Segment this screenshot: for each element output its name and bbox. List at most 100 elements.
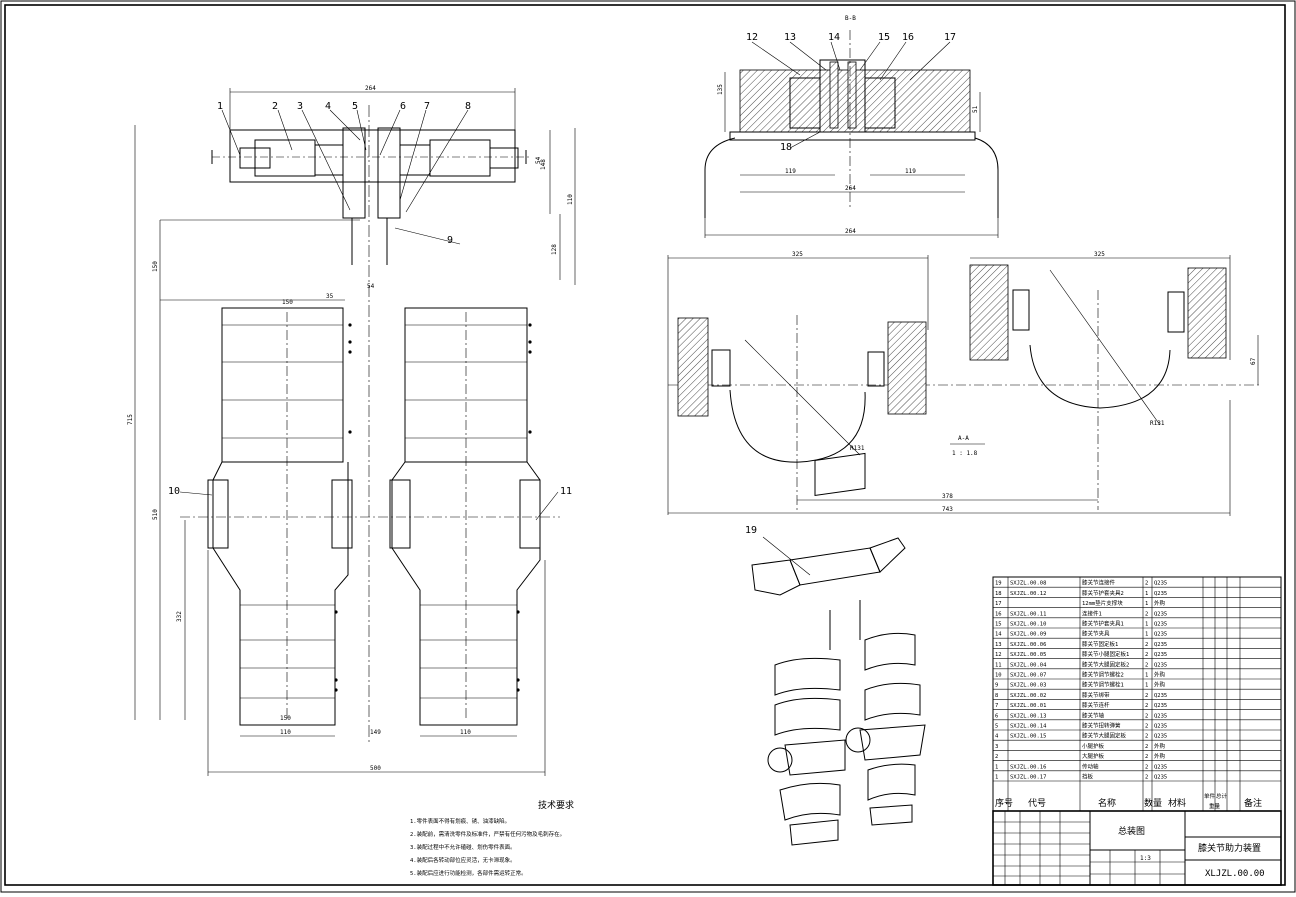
bom-cell-code: SXJZL.00.07 bbox=[1010, 673, 1046, 679]
technical-requirements: 技术要求 1.零件表面不得有划痕、锈、油漆缺陷。 2.装配前，需清洗零件及标准件… bbox=[410, 799, 574, 877]
aa-dim-325-left: 325 bbox=[792, 251, 803, 258]
dim-54b: 54 bbox=[367, 283, 375, 290]
bom-cell-name: 小腿护板 bbox=[1082, 742, 1105, 750]
bom-cell-no: 18 bbox=[995, 591, 1002, 597]
bom-cell-no: 15 bbox=[995, 622, 1002, 628]
balloon-5: 5 bbox=[352, 101, 358, 112]
balloon-18: 18 bbox=[780, 142, 792, 153]
bom-cell-name: 膝关节夹具 bbox=[1082, 630, 1110, 638]
right-hinge-block bbox=[377, 127, 401, 219]
aa-right-strap bbox=[1029, 344, 1171, 409]
bom-cell-mat: 外购 bbox=[1154, 671, 1166, 679]
bom-cell-mat: Q235 bbox=[1154, 581, 1167, 587]
bom-cell-name: 膝关节大腿固定板 bbox=[1082, 732, 1127, 740]
drawing-type: 总装图 bbox=[1118, 825, 1145, 837]
balloon-19: 19 bbox=[745, 525, 757, 536]
bom-cell-mat: Q235 bbox=[1154, 693, 1167, 699]
bom-cell-qty: 1 bbox=[1145, 632, 1148, 638]
bom-cell-no: 19 bbox=[995, 581, 1002, 587]
left-hinge-block bbox=[342, 127, 366, 219]
balloon-11: 11 bbox=[560, 486, 572, 497]
bom-cell-mat: 外购 bbox=[1154, 681, 1166, 689]
balloon-17: 17 bbox=[944, 32, 956, 43]
bom-cell-name: 膝关节扭转弹簧 bbox=[1082, 722, 1121, 730]
dim-110-left: 110 bbox=[280, 729, 291, 736]
bom-cell-name: 膝关节调节螺栓1 bbox=[1082, 681, 1124, 689]
title-block: 总装图 膝关节助力装置 XLJZL.00.00 1:3 bbox=[992, 810, 1282, 886]
tech-line-1: 1.零件表面不得有划痕、锈、油漆缺陷。 bbox=[410, 817, 510, 825]
bom-header-remark: 备注 bbox=[1244, 797, 1262, 809]
bom-cell-code: SXJZL.00.10 bbox=[1010, 622, 1046, 628]
bom-cell-qty: 1 bbox=[1145, 601, 1148, 607]
bom-cell-mat: Q235 bbox=[1154, 632, 1167, 638]
bom-cell-qty: 1 bbox=[1145, 622, 1148, 628]
dim-510: 510 bbox=[152, 509, 159, 520]
bom-cell-name: 膝关节绑带 bbox=[1082, 691, 1110, 699]
bom-cell-qty: 2 bbox=[1145, 775, 1148, 781]
aa-right-hub-2 bbox=[1187, 267, 1227, 359]
aa-left-hub-1 bbox=[677, 317, 709, 417]
bom-cell-mat: Q235 bbox=[1154, 622, 1167, 628]
bom-cell-mat: Q235 bbox=[1154, 662, 1167, 668]
bom-cell-name: 12mm垫片支撑块 bbox=[1082, 599, 1123, 607]
bom-cell-code: SXJZL.00.16 bbox=[1010, 764, 1046, 770]
bom-cell-qty: 2 bbox=[1145, 652, 1148, 658]
bom-cell-code: SXJZL.00.01 bbox=[1010, 703, 1046, 709]
left-lower-brace bbox=[212, 461, 349, 726]
bom-header-name: 名称 bbox=[1098, 797, 1116, 809]
bom-cell-mat: Q235 bbox=[1154, 724, 1167, 730]
top-shaft-housing bbox=[229, 129, 516, 183]
aa-dim-378: 378 bbox=[942, 493, 953, 500]
bom-cell-no: 9 bbox=[995, 683, 998, 689]
bom-cell-no: 1 bbox=[995, 775, 998, 781]
bom-header-total_weight: 总计 bbox=[1216, 792, 1228, 800]
balloon-8: 8 bbox=[465, 101, 471, 112]
bom-cell-code: SXJZL.00.15 bbox=[1010, 734, 1046, 740]
bb-dim-264-bottom: 264 bbox=[845, 228, 856, 235]
inner-border bbox=[4, 4, 1286, 886]
bom-cell-no: 3 bbox=[995, 744, 998, 750]
bb-base-plate bbox=[729, 131, 976, 141]
dim-150-top: 150 bbox=[282, 299, 293, 306]
bom-cell-mat: 外购 bbox=[1154, 752, 1166, 760]
aa-r131-right: R131 bbox=[1150, 420, 1165, 427]
bom-cell-qty: 2 bbox=[1145, 703, 1148, 709]
bom-cell-code: SXJZL.00.03 bbox=[1010, 683, 1046, 689]
aa-r131-left: R131 bbox=[850, 445, 865, 452]
bom-cell-qty: 2 bbox=[1145, 713, 1148, 719]
bom-cell-no: 2 bbox=[995, 754, 998, 760]
bom-cell-no: 1 bbox=[995, 764, 998, 770]
bom-header-no: 序号 bbox=[995, 797, 1013, 809]
bom-cell-no: 17 bbox=[995, 601, 1002, 607]
aa-dim-67: 67 bbox=[1250, 357, 1257, 365]
section-a-a-label: A-A bbox=[958, 435, 969, 442]
scale: 1:3 bbox=[1140, 855, 1151, 862]
bom-cell-no: 5 bbox=[995, 724, 998, 730]
section-a-a-scale: 1 : 1.8 bbox=[952, 450, 978, 457]
bom-cell-qty: 1 bbox=[1145, 683, 1148, 689]
bom-cell-name: 膝关节连接件 bbox=[1082, 579, 1116, 587]
bom-cell-code: SXJZL.00.09 bbox=[1010, 632, 1046, 638]
dim-264-top: 264 bbox=[365, 85, 376, 92]
balloon-3: 3 bbox=[297, 101, 303, 112]
bom-cell-no: 10 bbox=[995, 673, 1002, 679]
section-b-b: B-B 264 264 119 119 135 51 12 13 14 1 bbox=[704, 15, 999, 238]
product-name: 膝关节助力装置 bbox=[1198, 842, 1261, 854]
balloon-2: 2 bbox=[272, 101, 278, 112]
balloon-1: 1 bbox=[217, 101, 223, 112]
dim-150-vert: 150 bbox=[152, 261, 159, 272]
bom-cell-code: SXJZL.00.14 bbox=[1010, 724, 1047, 730]
bom-cell-code: SXJZL.00.04 bbox=[1010, 662, 1047, 668]
section-a-a: 325 325 R131 R131 67 378 743 A-A 1 : 1.8 bbox=[667, 251, 1260, 516]
bom-cell-code: SXJZL.00.08 bbox=[1010, 581, 1046, 587]
dim-110: 110 bbox=[567, 194, 574, 205]
bom-cell-mat: Q235 bbox=[1154, 775, 1167, 781]
balloon-9: 9 bbox=[447, 235, 453, 246]
bom-cell-qty: 1 bbox=[1145, 673, 1148, 679]
dim-149: 149 bbox=[370, 729, 381, 736]
bb-dim-51: 51 bbox=[972, 105, 979, 113]
balloon-12: 12 bbox=[746, 32, 758, 43]
bom-cell-code: SXJZL.00.05 bbox=[1010, 652, 1046, 658]
